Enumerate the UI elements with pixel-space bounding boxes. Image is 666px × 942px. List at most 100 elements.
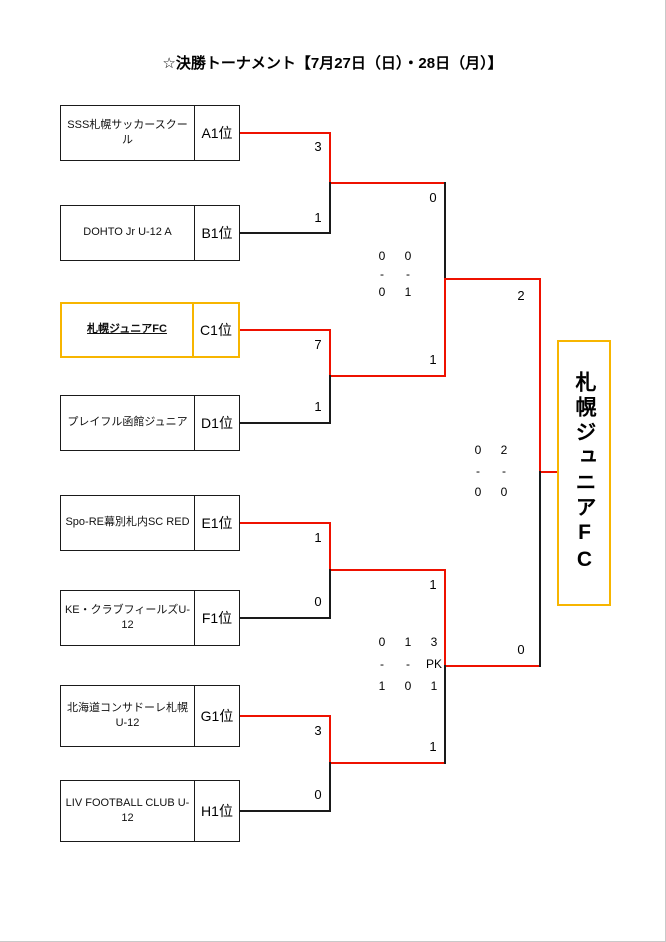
bracket-line (240, 329, 330, 331)
half-score: 1 (378, 679, 386, 693)
team-box-d1: プレイフル函館ジュニア D1位 (60, 395, 240, 451)
half-score: 2 (500, 443, 508, 457)
pk-score-column: 3 PK 1 (421, 631, 447, 697)
champion-name: 札幌ジュニアFC (573, 371, 596, 575)
score-qf3-bottom: 0 (314, 594, 322, 609)
team-box-a1: SSS札幌サッカースクール A1位 (60, 105, 240, 161)
bracket-line (329, 762, 331, 812)
score-sf1-bottom: 1 (429, 352, 437, 367)
bracket-line (240, 522, 330, 524)
team-seed: F1位 (194, 591, 239, 645)
team-name: 札幌ジュニアFC (87, 323, 167, 336)
team-name: Spo-RE幕別札内SC RED (65, 516, 190, 529)
bracket-line (330, 182, 445, 184)
half-score: 0 (378, 285, 386, 299)
score-qf3-top: 1 (314, 530, 322, 545)
sf1-half-scores: 0 - 0 0 - 1 (369, 247, 421, 301)
half-score: 0 (500, 485, 508, 499)
team-seed: D1位 (194, 396, 239, 450)
half-score: 0 (378, 635, 386, 649)
bracket-line (445, 278, 540, 280)
final-half-scores: 0 - 0 2 - 0 (465, 440, 517, 503)
bracket-line (240, 715, 330, 717)
bracket-line (240, 810, 330, 812)
sf2-half-scores: 0 - 1 1 - 0 3 PK 1 (369, 631, 447, 697)
team-name: SSS札幌サッカースクール (67, 118, 188, 146)
bracket-line (444, 665, 446, 764)
team-box-g1: 北海道コンサドーレ札幌 U-12 G1位 (60, 685, 240, 747)
pk-label: PK (425, 657, 442, 671)
score-qf1-top: 3 (314, 139, 322, 154)
half-score-column: 0 - 1 (395, 247, 421, 301)
score-separator: - (502, 464, 506, 478)
team-seed: G1位 (194, 686, 239, 746)
bracket-line (539, 278, 541, 473)
half-score: 0 (404, 249, 412, 263)
team-box-f1: KE・クラブフィールズU-12 F1位 (60, 590, 240, 646)
bracket-line (240, 617, 330, 619)
half-score: 0 (474, 485, 482, 499)
half-score: 0 (404, 679, 412, 693)
half-score-column: 0 - 0 (369, 247, 395, 301)
champion-box: 札幌ジュニアFC (557, 340, 611, 606)
half-score-column: 1 - 0 (395, 631, 421, 697)
bracket-line (444, 569, 446, 667)
bracket-line (240, 422, 330, 424)
score-qf4-top: 3 (314, 723, 322, 738)
half-score: 1 (404, 285, 412, 299)
score-separator: - (406, 267, 410, 281)
half-score-column: 0 - 0 (465, 440, 491, 503)
page-title: ☆決勝トーナメント【7月27日（日）・28日（月）】 (162, 55, 503, 72)
score-qf2-bottom: 1 (314, 399, 322, 414)
team-seed: A1位 (194, 106, 239, 160)
bracket-line (444, 182, 446, 280)
score-separator: - (476, 464, 480, 478)
bracket-line (329, 132, 331, 184)
score-final-top: 2 (517, 288, 525, 303)
half-score-column: 0 - 1 (369, 631, 395, 697)
team-name: プレイフル函館ジュニア (67, 416, 188, 429)
team-box-h1: LIV FOOTBALL CLUB U-12 H1位 (60, 780, 240, 842)
team-name: KE・クラブフィールズU-12 (64, 603, 191, 631)
score-final-bottom: 0 (517, 642, 525, 657)
bracket-line (540, 471, 557, 473)
score-sf2-bottom: 1 (429, 739, 437, 754)
bracket-line (329, 182, 331, 234)
team-name: LIV FOOTBALL CLUB U-12 (65, 796, 190, 824)
half-score: 0 (474, 443, 482, 457)
score-separator: - (406, 657, 410, 671)
team-seed: C1位 (192, 304, 238, 356)
bracket-line (329, 375, 331, 424)
bracket-line (330, 762, 445, 764)
team-box-b1: DOHTO Jr U-12 A B1位 (60, 205, 240, 261)
team-name: DOHTO Jr U-12 A (83, 226, 172, 239)
half-score: 1 (404, 635, 412, 649)
bracket-line (445, 665, 540, 667)
bracket-line (444, 278, 446, 377)
team-box-c1-highlighted: 札幌ジュニアFC C1位 (60, 302, 240, 358)
score-qf4-bottom: 0 (314, 787, 322, 802)
team-name: 北海道コンサドーレ札幌 U-12 (67, 701, 188, 729)
bracket-line (329, 715, 331, 764)
pk-score: 1 (430, 679, 438, 693)
team-seed: B1位 (194, 206, 239, 260)
bracket-line (329, 569, 331, 619)
score-separator: - (380, 267, 384, 281)
team-seed: H1位 (194, 781, 239, 841)
team-seed: E1位 (194, 496, 239, 550)
half-score-column: 2 - 0 (491, 440, 517, 503)
score-qf1-bottom: 1 (314, 210, 322, 225)
bracket-line (329, 522, 331, 571)
bracket-line (330, 375, 445, 377)
bracket-line (240, 132, 330, 134)
team-box-e1: Spo-RE幕別札内SC RED E1位 (60, 495, 240, 551)
bracket-line (240, 232, 330, 234)
score-sf1-top: 0 (429, 190, 437, 205)
pk-score: 3 (430, 635, 438, 649)
bracket-line (330, 569, 445, 571)
score-qf2-top: 7 (314, 337, 322, 352)
bracket-line (539, 471, 541, 667)
bracket-line (329, 329, 331, 377)
score-separator: - (380, 657, 384, 671)
